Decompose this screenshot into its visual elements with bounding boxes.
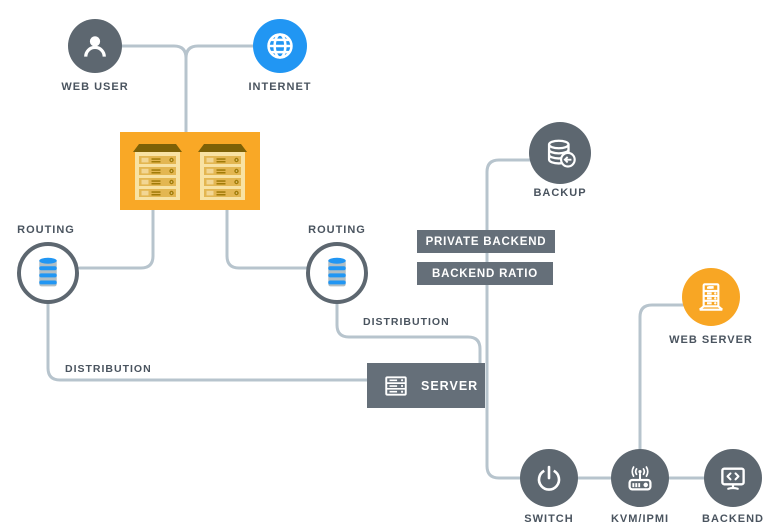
switch-label: SWITCH xyxy=(524,513,574,525)
node-datacenter xyxy=(120,132,260,210)
edge-backup-switch xyxy=(485,158,532,480)
web-server-label: WEB SERVER xyxy=(669,334,753,346)
user-icon xyxy=(84,36,106,57)
node-switch xyxy=(520,449,578,507)
internet-label: INTERNET xyxy=(248,81,312,93)
edge-routingright-server xyxy=(335,301,482,366)
private-backend-label: PRIVATE BACKEND xyxy=(425,235,547,248)
edge-internet-datacenter xyxy=(184,44,255,60)
edge-datacenter-routingright xyxy=(225,208,310,270)
private-backend-box: PRIVATE BACKEND xyxy=(417,230,555,253)
server-box: SERVER xyxy=(367,363,485,408)
routing-left-label: ROUTING xyxy=(17,224,75,236)
server-racks-icon xyxy=(133,144,182,200)
node-web-server xyxy=(682,268,740,326)
database-backup-icon xyxy=(547,139,576,168)
database-icon xyxy=(39,257,57,287)
routing-right-label: ROUTING xyxy=(308,224,366,236)
edge-routingleft-server xyxy=(46,301,370,382)
database-icon xyxy=(328,257,346,287)
globe-icon xyxy=(267,33,293,59)
distribution-left-label: DISTRIBUTION xyxy=(65,363,152,375)
node-routing-left xyxy=(17,242,79,304)
node-backup xyxy=(529,122,591,184)
node-kvm-ipmi xyxy=(611,449,669,507)
edge-webserver-kvm xyxy=(638,303,685,452)
backend-label: BACKEND xyxy=(702,513,764,525)
backup-label: BACKUP xyxy=(533,187,587,199)
monitor-code-icon xyxy=(721,467,745,490)
kvm-device-icon xyxy=(628,466,652,491)
server-label: SERVER xyxy=(421,378,479,393)
node-web-user xyxy=(68,19,122,73)
server-racks-icon xyxy=(198,144,247,200)
web-user-label: WEB USER xyxy=(61,81,129,93)
kvm-ipmi-label: KVM/IPMI xyxy=(610,513,670,525)
node-routing-right xyxy=(306,242,368,304)
distribution-right-label: DISTRIBUTION xyxy=(363,316,450,328)
backend-ratio-label: BACKEND RATIO xyxy=(431,267,539,280)
power-icon xyxy=(537,465,561,491)
server-icon xyxy=(385,375,407,396)
node-internet xyxy=(253,19,307,73)
node-backend xyxy=(704,449,762,507)
edge-datacenter-routingleft xyxy=(78,208,155,270)
server-tower-icon xyxy=(698,283,724,311)
backend-ratio-box: BACKEND RATIO xyxy=(417,262,553,285)
